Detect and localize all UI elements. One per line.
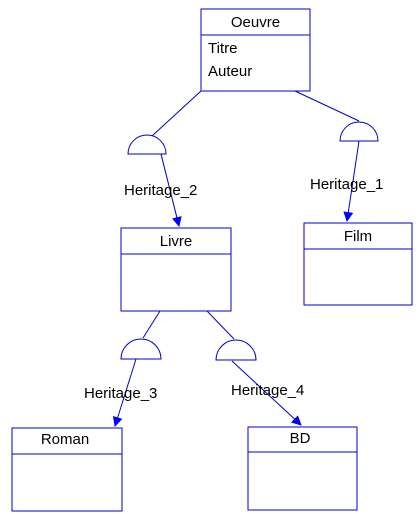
class-roman-name: Roman: [41, 431, 89, 448]
class-roman-box: [11, 427, 123, 512]
heritage-2-symbol: [127, 134, 167, 155]
inheritance-symbols: [120, 121, 379, 361]
class-livre-name: Livre: [160, 233, 193, 250]
class-oeuvre-attribute-auteur: Auteur: [208, 63, 252, 80]
class-oeuvre-attribute-titre: Titre: [208, 40, 237, 57]
heritage-2-parent-line: [151, 90, 202, 137]
heritage-3-parent-line: [142, 310, 161, 339]
class-oeuvre-name: Oeuvre: [231, 14, 280, 31]
class-bd[interactable]: BD: [247, 426, 358, 511]
class-livre[interactable]: Livre: [120, 227, 232, 312]
class-oeuvre-box: [200, 8, 311, 92]
heritage-3-symbol: [120, 338, 162, 360]
heritage-4-label: Heritage_4: [231, 382, 304, 399]
class-bd-name: BD: [290, 430, 311, 447]
heritage-1-child-arrow: [343, 140, 360, 222]
heritage-4-parent-line: [206, 310, 235, 340]
heritage-1-label: Heritage_1: [310, 176, 383, 193]
class-film[interactable]: Film: [303, 222, 413, 306]
class-film-name: Film: [344, 228, 372, 245]
heritage-3-child-arrow: [112, 358, 137, 427]
heritage-1-parent-line: [294, 90, 360, 122]
heritage-4-symbol: [215, 339, 257, 361]
class-oeuvre[interactable]: Oeuvre Titre Auteur: [200, 8, 311, 92]
class-livre-box: [120, 227, 232, 312]
heritage-2-child-arrow: [160, 153, 182, 227]
heritage-3-label: Heritage_3: [84, 385, 157, 402]
class-roman[interactable]: Roman: [11, 427, 123, 512]
class-film-box: [303, 222, 413, 306]
heritage-4-child-arrow: [231, 360, 302, 426]
connectors: [112, 90, 360, 427]
inheritance-labels: Heritage_2 Heritage_1 Heritage_3 Heritag…: [84, 176, 383, 402]
heritage-1-symbol: [339, 121, 379, 142]
heritage-2-label: Heritage_2: [124, 182, 197, 199]
class-bd-box: [247, 426, 358, 511]
